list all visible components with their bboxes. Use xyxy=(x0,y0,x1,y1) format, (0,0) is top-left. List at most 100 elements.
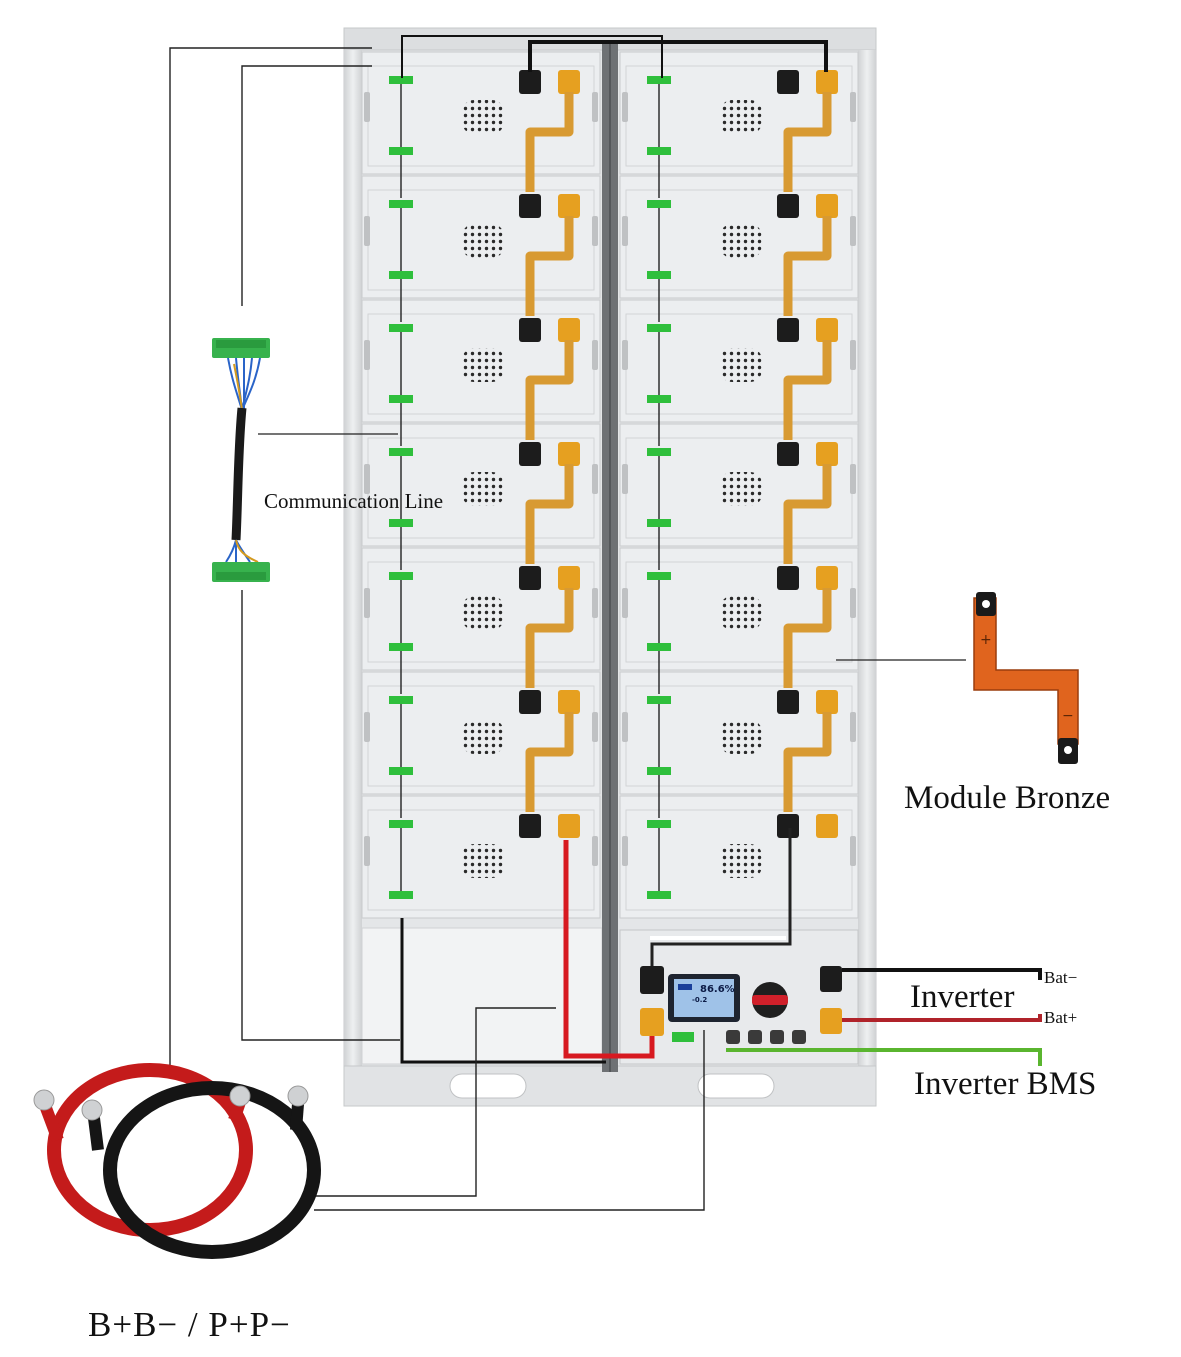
module-handle-left xyxy=(622,464,628,494)
module-bms-terminal-bottom xyxy=(647,395,671,403)
module-handle-right xyxy=(592,340,598,370)
module-positive-connector xyxy=(816,814,838,838)
label-inverter: Inverter xyxy=(910,979,1015,1015)
lcd-soc-readout: 86.6% xyxy=(700,984,735,995)
module-bms-terminal-bottom xyxy=(389,395,413,403)
module-vent-grille xyxy=(462,720,504,754)
leader-power-cable-2 xyxy=(314,1030,705,1211)
module-handle-left xyxy=(364,588,370,618)
control-box-neg-terminal xyxy=(640,966,664,994)
inverter-bms-wire xyxy=(726,1048,1042,1066)
module-bms-terminal-top xyxy=(647,448,671,456)
module-bms-terminal-bottom xyxy=(389,147,413,155)
leader-power-cable-1 xyxy=(314,1007,556,1197)
soc-indicator-bar xyxy=(678,984,692,990)
module-negative-connector xyxy=(777,194,799,218)
module-vent-grille xyxy=(720,472,762,506)
leader-outer-bms-line xyxy=(169,47,372,1070)
series-busbar xyxy=(783,92,832,192)
battery-module xyxy=(361,547,601,671)
module-positive-connector xyxy=(558,442,580,466)
module-bms-terminal-bottom xyxy=(647,643,671,651)
battery-module xyxy=(361,423,601,547)
label-bat-negative: Bat− xyxy=(1044,968,1078,987)
module-comm-wires xyxy=(400,84,660,891)
module-bms-terminal-bottom xyxy=(389,643,413,651)
module-vent-grille xyxy=(462,224,504,258)
module-handle-left xyxy=(364,216,370,246)
module-positive-connector xyxy=(558,318,580,342)
module-positive-connector xyxy=(816,194,838,218)
breaker-switch-handle xyxy=(752,995,788,1005)
module-vent-grille xyxy=(462,844,504,878)
series-busbar xyxy=(525,588,574,688)
module-bms-terminal-bottom xyxy=(647,147,671,155)
module-negative-connector xyxy=(519,70,541,94)
module-handle-left xyxy=(622,836,628,866)
battery-module xyxy=(619,671,859,795)
battery-module xyxy=(619,299,859,423)
module-handle-left xyxy=(364,464,370,494)
base-slot-left xyxy=(449,1073,527,1099)
battery-module xyxy=(361,671,601,795)
battery-module xyxy=(619,51,859,175)
module-handle-right xyxy=(592,216,598,246)
module-negative-connector xyxy=(519,566,541,590)
battery-module xyxy=(361,175,601,299)
top-communication-jumper xyxy=(401,35,663,78)
inverter-negative-wire xyxy=(842,968,1042,980)
base-slot-right xyxy=(697,1073,775,1099)
module-handle-right xyxy=(850,464,856,494)
series-busbar xyxy=(783,712,832,812)
module-bms-terminal-bottom xyxy=(647,271,671,279)
battery-modules xyxy=(361,51,859,919)
module-negative-connector xyxy=(777,690,799,714)
module-bms-terminal-bottom xyxy=(647,891,671,899)
module-handle-right xyxy=(850,92,856,122)
series-busbar xyxy=(525,216,574,316)
series-busbar xyxy=(783,464,832,564)
series-busbar xyxy=(525,464,574,564)
communication-line-cable xyxy=(212,338,270,582)
power-cables-coil xyxy=(33,1063,321,1259)
module-negative-connector xyxy=(519,690,541,714)
module-bms-terminal-top xyxy=(389,696,413,704)
module-handle-left xyxy=(622,340,628,370)
red-positive-main-cable xyxy=(563,840,655,1059)
module-positive-connector xyxy=(816,318,838,342)
control-box-pos-terminal xyxy=(640,1008,664,1036)
module-negative-connector xyxy=(519,442,541,466)
module-handle-left xyxy=(622,92,628,122)
top-series-power-cable xyxy=(528,40,828,72)
module-handle-left xyxy=(364,340,370,370)
module-handle-right xyxy=(850,216,856,246)
lcd-current-readout: -0.2 xyxy=(692,996,708,1004)
module-handle-right xyxy=(850,588,856,618)
module-bms-terminal-bottom xyxy=(389,519,413,527)
inverter-positive-wire xyxy=(842,1014,1042,1022)
module-positive-connector xyxy=(558,70,580,94)
module-vent-grille xyxy=(720,348,762,382)
module-handle-left xyxy=(622,588,628,618)
module-positive-connector xyxy=(558,814,580,838)
module-bms-terminal-top xyxy=(389,820,413,828)
module-vent-grille xyxy=(720,100,762,134)
module-handle-right xyxy=(850,712,856,742)
output-neg-terminal xyxy=(820,966,842,992)
module-negative-connector xyxy=(519,318,541,342)
module-handle-right xyxy=(592,588,598,618)
leader-comm-bottom xyxy=(241,590,400,1041)
module-handle-right xyxy=(850,340,856,370)
module-bms-terminal-bottom xyxy=(647,519,671,527)
black-negative-main-cable xyxy=(400,918,606,1064)
module-bms-terminal-bottom xyxy=(389,271,413,279)
plate-plus-mark: + xyxy=(980,632,992,648)
module-bms-terminal-bottom xyxy=(647,767,671,775)
plate-minus-mark: − xyxy=(1062,708,1074,724)
module-negative-connector xyxy=(777,442,799,466)
lug-black-1 xyxy=(81,1099,103,1121)
module-vent-grille xyxy=(462,100,504,134)
module-bms-terminal-top xyxy=(647,200,671,208)
module-bronze-plate: + − xyxy=(973,592,1079,764)
